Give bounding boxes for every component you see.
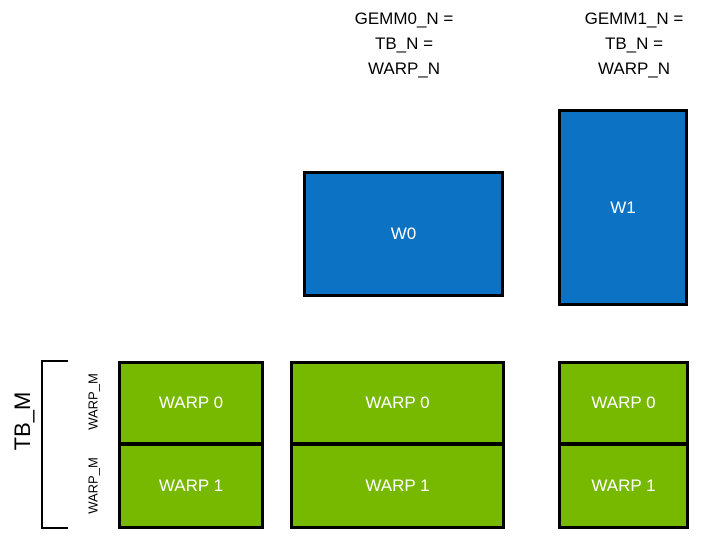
warp-column-gemm1: WARP 0 WARP 1 <box>558 361 689 529</box>
warp-block: WARP 0 <box>290 361 505 445</box>
warp-tile-w0-label: W0 <box>390 224 417 243</box>
warp-block-label: WARP 1 <box>158 476 224 495</box>
warp-block-label: WARP 1 <box>365 476 430 495</box>
warp-block-label: WARP 0 <box>158 393 224 412</box>
warp-block-label: WARP 0 <box>591 393 656 412</box>
warp-block: WARP 1 <box>118 444 264 529</box>
tb-m-bracket <box>41 360 68 529</box>
warp-block-label: WARP 0 <box>365 393 430 412</box>
warp-column-left: WARP 0 WARP 1 <box>118 361 264 529</box>
warp-tile-w1: W1 <box>558 109 688 306</box>
warp-m-label-top: WARP_M <box>85 373 101 430</box>
warp-block: WARP 0 <box>118 361 264 445</box>
warp-block-label: WARP 1 <box>591 476 656 495</box>
warp-m-label-bottom: WARP_M <box>85 457 101 514</box>
warp-block: WARP 1 <box>558 444 689 529</box>
warp-tile-w1-label: W1 <box>610 197 636 217</box>
tb-m-label: TB_M <box>10 391 35 451</box>
gemm0-dimension-caption: GEMM0_N = TB_N = WARP_N <box>354 9 454 78</box>
gemm1-dimension-caption: GEMM1_N = TB_N = WARP_N <box>584 9 684 78</box>
warp-block: WARP 1 <box>290 444 505 529</box>
warp-tile-w0: W0 <box>303 171 504 297</box>
warp-column-gemm0: WARP 0 WARP 1 <box>290 361 505 529</box>
warp-block: WARP 0 <box>558 361 689 445</box>
